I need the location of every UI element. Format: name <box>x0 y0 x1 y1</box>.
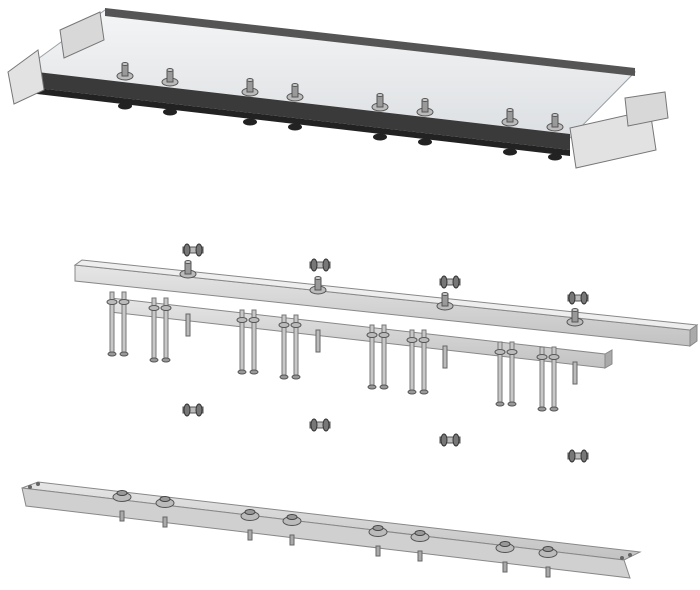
rail-bolt-pair <box>236 309 260 375</box>
tray-bolt <box>116 62 134 81</box>
plate-hole <box>620 556 624 560</box>
t-bolt-shank <box>572 361 578 385</box>
rod-nut <box>494 349 506 355</box>
rod-nut <box>506 349 518 355</box>
tray-front-rail-lower <box>20 86 570 156</box>
rod-nut <box>378 332 390 338</box>
base-plate-body <box>21 487 631 579</box>
rail-bolt-pair <box>106 291 130 357</box>
loose-bolt <box>309 418 331 432</box>
rod-nut <box>419 389 429 395</box>
tray-bolt-nut <box>243 118 257 126</box>
plate-bolt <box>112 490 132 522</box>
t-bolt-shank <box>442 345 448 369</box>
loose-bolt <box>182 403 204 417</box>
tray-bolt-nut <box>118 102 132 110</box>
rail-bolt-pair <box>536 346 560 412</box>
loose-bolt <box>439 275 461 289</box>
tray-bolt-nut <box>418 138 432 146</box>
rod-nut <box>418 337 430 343</box>
tray-bolt <box>416 98 434 117</box>
rail-bolt-pair <box>406 329 430 395</box>
rod-nut <box>290 322 302 328</box>
plate-bolt <box>282 514 302 546</box>
base-plate <box>21 481 642 579</box>
plate-bolt <box>538 546 558 578</box>
rail-bolt-pair <box>278 314 302 380</box>
plate-bolt <box>155 496 175 528</box>
tray-back-rail <box>105 8 635 76</box>
plate-bolt <box>495 541 515 573</box>
loose-bolt <box>439 433 461 447</box>
rod-nut <box>548 354 560 360</box>
plate-bolt <box>368 525 388 557</box>
tray-left-bracket <box>7 49 45 105</box>
plate-hole <box>628 553 632 557</box>
rail-bolt-pair <box>366 324 390 390</box>
t-bolt-shank <box>185 313 191 337</box>
rod-nut <box>249 369 259 375</box>
tray-bolt <box>501 108 519 127</box>
t-bolt <box>566 308 584 327</box>
rod-nut <box>248 317 260 323</box>
tray-left-end-bracket <box>59 11 105 59</box>
plate-bolt <box>240 509 260 541</box>
rod-nut <box>495 401 505 407</box>
tray-right-end-bracket <box>624 91 669 127</box>
rod-nut <box>536 354 548 360</box>
tray-front-rail <box>20 70 570 150</box>
rail-bolt-pair <box>148 297 172 363</box>
plate-hole <box>28 485 32 489</box>
rod-nut <box>291 374 301 380</box>
tray-bolt <box>371 93 389 112</box>
rod-nut <box>119 351 129 357</box>
rod-nut <box>237 369 247 375</box>
loose-bolt <box>309 258 331 272</box>
rod-nut <box>379 384 389 390</box>
t-bolt-shank <box>315 329 321 353</box>
tray-bolt <box>161 68 179 87</box>
rod-nut <box>367 384 377 390</box>
rod-nut <box>236 317 248 323</box>
rod-nut <box>549 406 559 412</box>
rod-nut <box>118 299 130 305</box>
rod-nut <box>149 357 159 363</box>
rod-nut <box>160 305 172 311</box>
rod-nut <box>148 305 160 311</box>
loose-bolt <box>182 243 204 257</box>
rod-nut <box>161 357 171 363</box>
mounting-rails <box>73 243 699 463</box>
loose-bolt <box>567 291 589 305</box>
tray-bolt <box>546 113 564 132</box>
rod-nut <box>106 299 118 305</box>
tray-bolt-nut <box>548 153 562 161</box>
t-bolt <box>179 260 197 279</box>
plate-hole <box>36 482 40 486</box>
rod-nut <box>406 337 418 343</box>
t-bolt <box>309 276 327 295</box>
tray-bolt-nut <box>503 148 517 156</box>
rail-bolt-pair <box>494 341 518 407</box>
tray-bolt-nut <box>163 108 177 116</box>
tray-bolt-nut <box>373 133 387 141</box>
upper-rail-end <box>689 324 698 347</box>
tray-bolt <box>241 78 259 97</box>
rod-nut <box>537 406 547 412</box>
lower-rail-end <box>604 349 613 369</box>
rod-nut <box>507 401 517 407</box>
rod-nut <box>278 322 290 328</box>
rod-nut <box>107 351 117 357</box>
rod-nut <box>366 332 378 338</box>
tray-bolt <box>286 83 304 102</box>
glass-tray <box>7 8 669 169</box>
rod-nut <box>407 389 417 395</box>
loose-bolt <box>567 449 589 463</box>
t-bolt <box>436 292 454 311</box>
tray-bolt-nut <box>288 123 302 131</box>
plate-bolt <box>410 530 430 562</box>
rod-nut <box>279 374 289 380</box>
